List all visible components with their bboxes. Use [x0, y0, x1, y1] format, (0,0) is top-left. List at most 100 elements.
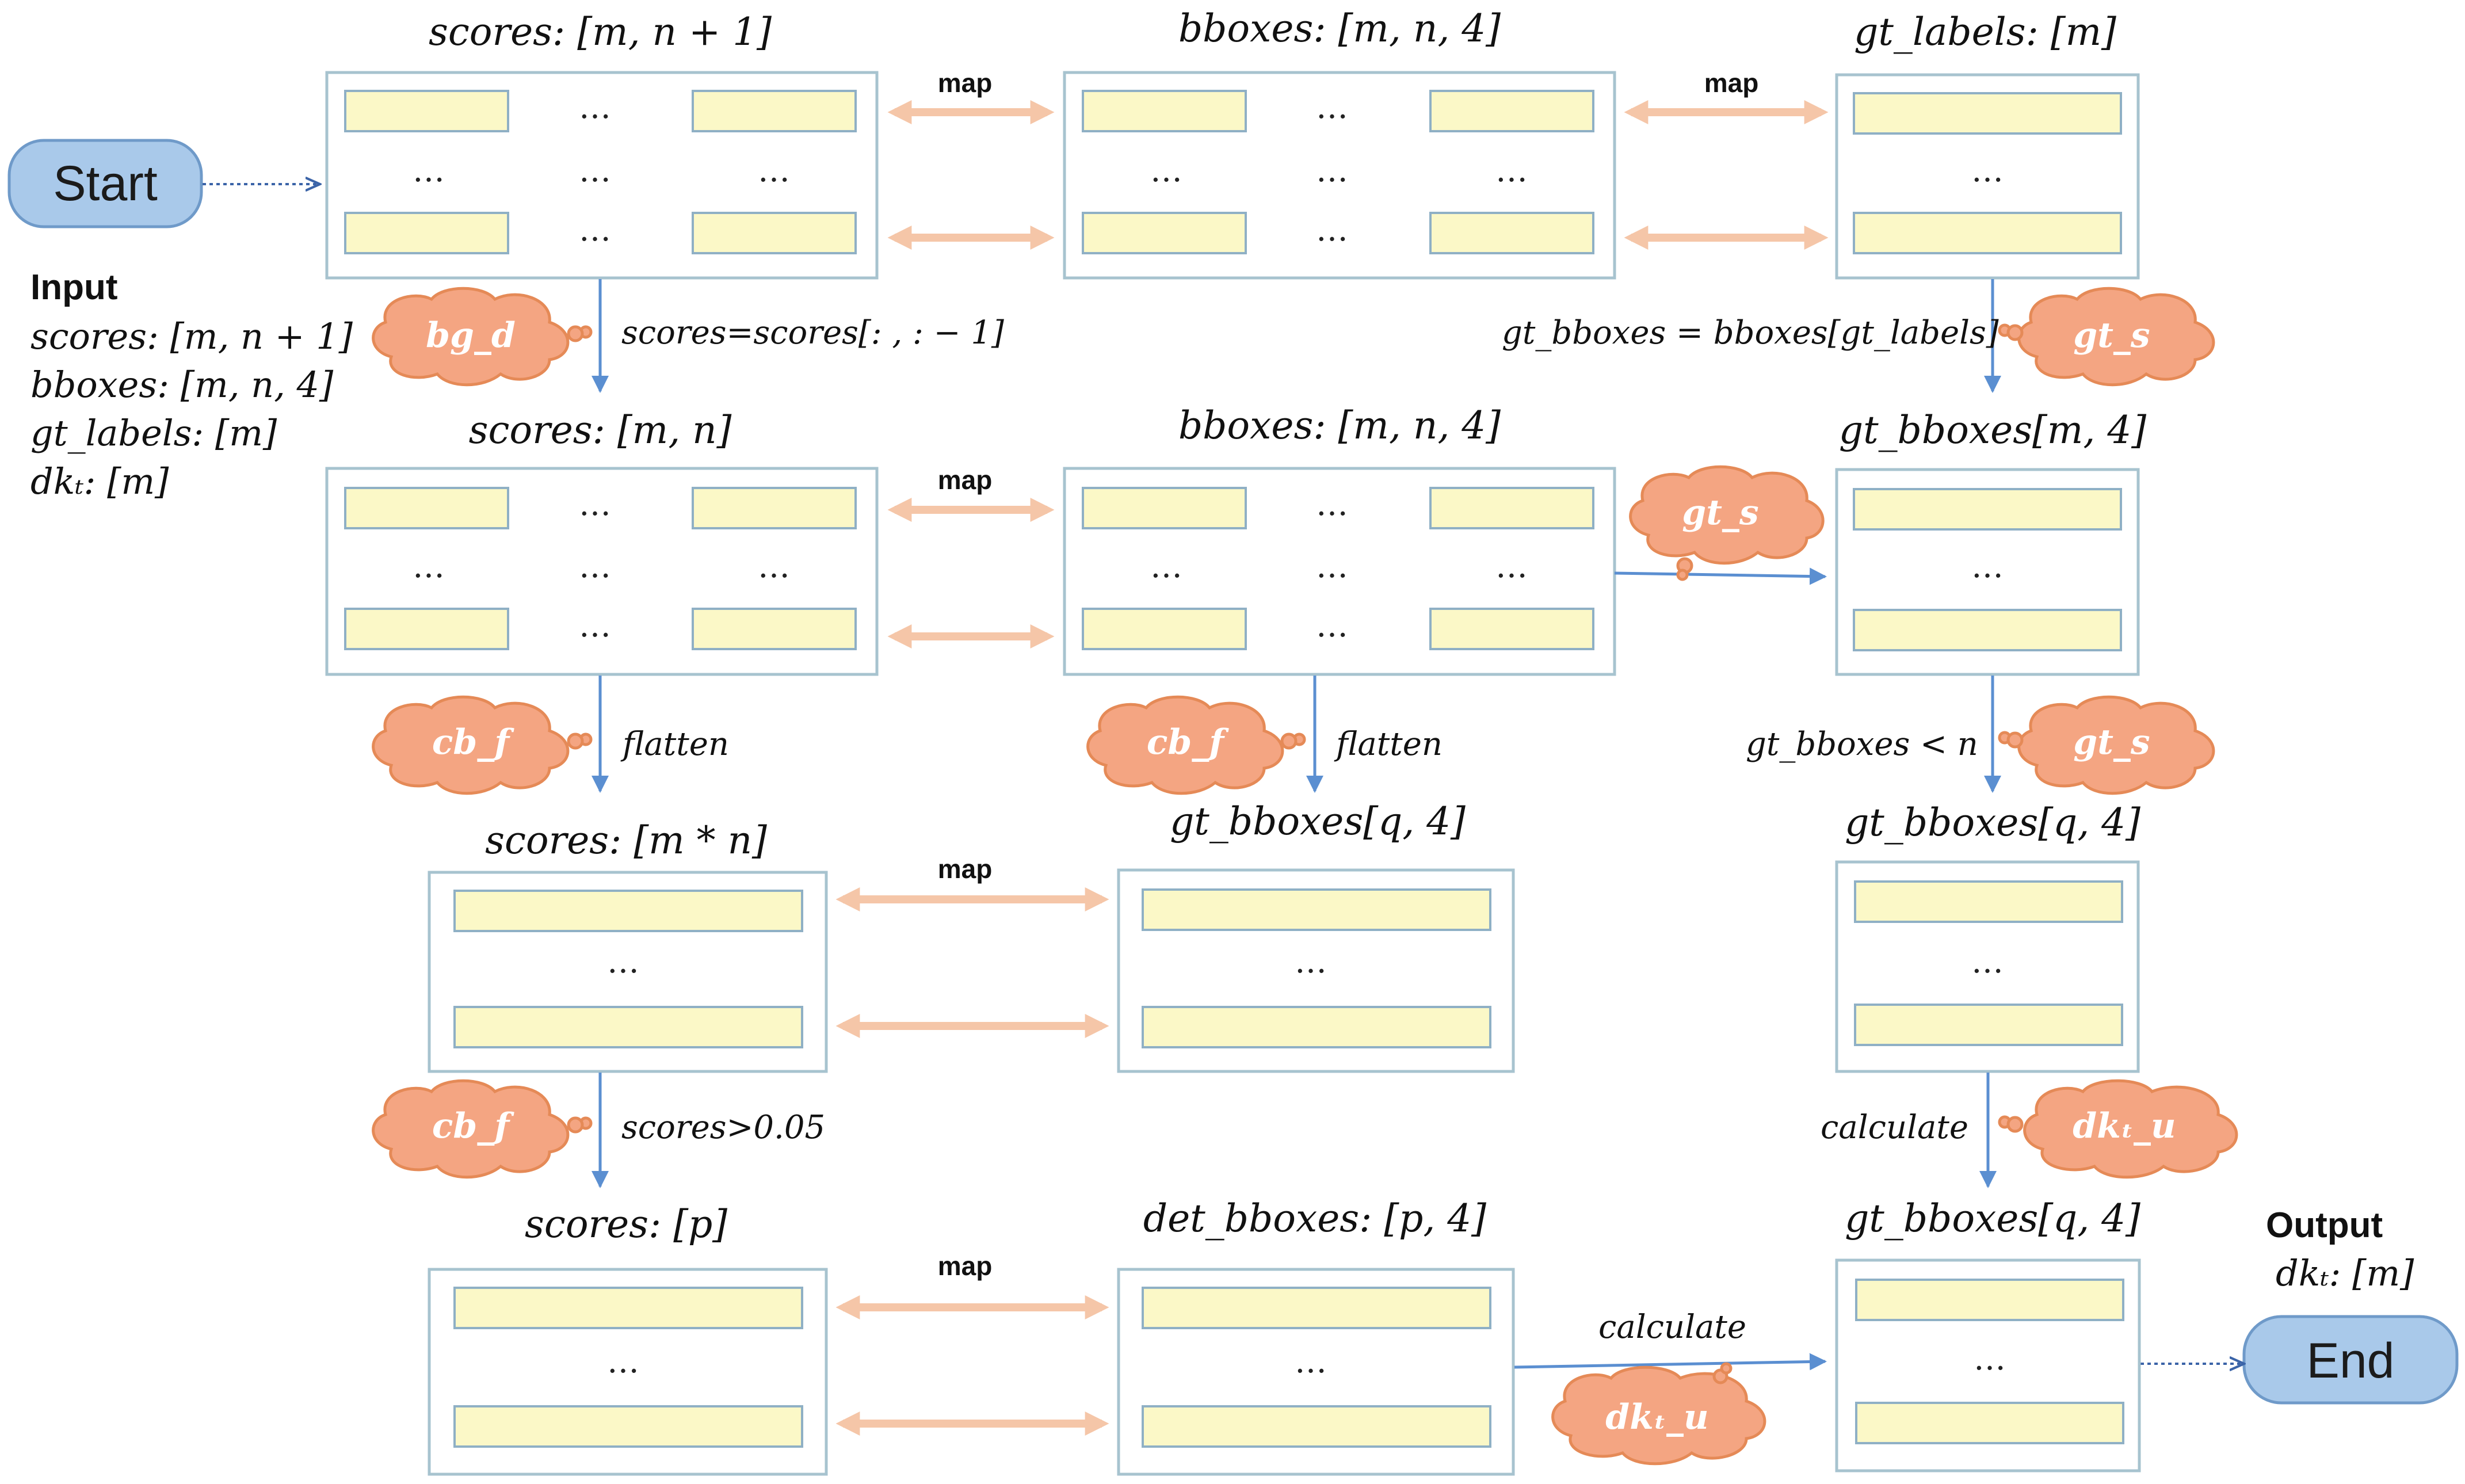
- row4-map-label: map: [938, 1251, 993, 1281]
- vector-cell: [1855, 1402, 2124, 1444]
- cloud-label: bg_d: [426, 315, 516, 356]
- matrix-cell: [692, 212, 857, 254]
- ellipsis: …: [1971, 152, 2004, 189]
- row1-scores-title: scores: [m, n + 1]: [429, 10, 772, 54]
- matrix-cell: [344, 212, 509, 254]
- cloud-gt-s-top: gt_s: [1998, 287, 2215, 387]
- ellipsis: …: [1316, 548, 1348, 585]
- end-terminal: End: [2242, 1315, 2459, 1405]
- vector-cell: [1853, 488, 2122, 531]
- bboxes-to-gt-bboxes-arrow: [1614, 567, 1827, 585]
- input-line-gt-labels: gt_labels: [m]: [30, 412, 277, 454]
- ellipsis: …: [1316, 152, 1348, 189]
- ellipsis: …: [1295, 1343, 1327, 1380]
- cloud-dkt-u-bottom: dkₜ_u: [1551, 1362, 1766, 1466]
- ellipsis: …: [579, 548, 611, 585]
- row2-gt-bboxes-title: gt_bboxes[m, 4]: [1839, 408, 2146, 452]
- vector-cell: [1854, 1004, 2123, 1046]
- row1-map-label-left: map: [938, 68, 993, 98]
- cloud-label: cb_f: [1147, 722, 1229, 762]
- vector-cell: [1142, 1006, 1491, 1048]
- ellipsis: …: [413, 548, 445, 585]
- ellipsis: …: [1150, 152, 1182, 189]
- cloud-cb-f-left: cb_f: [372, 695, 593, 795]
- matrix-cell: [1082, 608, 1247, 650]
- row1-gt-labels-title: gt_labels: [m]: [1854, 10, 2116, 54]
- input-line-dkt: dkₜ: [m]: [30, 460, 169, 502]
- cloud-label: cb_f: [432, 1106, 514, 1146]
- ellipsis: …: [1495, 152, 1528, 189]
- ellipsis: …: [579, 607, 611, 644]
- edge-label-calculate-bottom: calculate: [1598, 1308, 1746, 1346]
- cloud-label: gt_s: [1682, 493, 1758, 533]
- matrix-cell: [692, 608, 857, 650]
- ellipsis: …: [607, 1343, 639, 1380]
- vector-cell: [1855, 1279, 2124, 1321]
- row4-det-bboxes-title: det_bboxes: [p, 4]: [1143, 1196, 1486, 1241]
- matrix-cell: [344, 90, 509, 132]
- cloud-gt-s-right: gt_s: [1998, 695, 2215, 795]
- end-label: End: [2306, 1333, 2394, 1388]
- input-panel: Input scores: [m, n + 1] bboxes: [m, n, …: [30, 268, 353, 502]
- row3-scores-title: scores: [m * n]: [485, 818, 767, 863]
- vector-cell: [1142, 1287, 1491, 1329]
- cloud-label: gt_s: [2073, 315, 2150, 356]
- vector-cell: [1853, 92, 2122, 135]
- ellipsis: …: [1316, 486, 1348, 523]
- vector-cell: [1854, 880, 2123, 923]
- ellipsis: …: [1974, 1340, 2006, 1378]
- row2-bboxes-box: … … … … …: [1063, 467, 1616, 676]
- edge-label-gt-bboxes-index: gt_bboxes = bboxes[gt_labels]: [1502, 314, 1999, 352]
- ellipsis: …: [413, 152, 445, 189]
- vector-cell: [453, 1006, 803, 1048]
- row3-gt-bboxes-right-box: …: [1835, 860, 2140, 1073]
- vector-cell: [453, 1287, 803, 1329]
- row4-gt-bboxes-title: gt_bboxes[q, 4]: [1845, 1196, 2140, 1241]
- cloud-cb-f-low: cb_f: [372, 1079, 593, 1179]
- ellipsis: …: [1295, 943, 1327, 981]
- matrix-cell: [1082, 487, 1247, 529]
- ellipsis: …: [579, 152, 611, 189]
- cloud-gt-s-mid: gt_s: [1629, 465, 1825, 581]
- ellipsis: …: [758, 152, 790, 189]
- cloud-label: dkₜ_u: [1605, 1397, 1708, 1437]
- vector-cell: [453, 1405, 803, 1448]
- edge-label-calculate-right: calculate: [1821, 1109, 1968, 1146]
- row4-scores-title: scores: [p]: [525, 1202, 727, 1246]
- ellipsis: …: [579, 89, 611, 126]
- ellipsis: …: [1150, 548, 1182, 585]
- cloud-bg-d: bg_d: [372, 287, 593, 387]
- edge-label-scores-threshold: scores>0.05: [621, 1109, 825, 1146]
- matrix-cell: [1082, 212, 1247, 254]
- row2-bboxes-title: bboxes: [m, n, 4]: [1178, 403, 1501, 448]
- ellipsis: …: [1971, 943, 2004, 981]
- ellipsis: …: [1316, 89, 1348, 126]
- row1-scores-box: … … … … …: [325, 71, 879, 280]
- vector-cell: [1142, 888, 1491, 931]
- row2-scores-title: scores: [m, n]: [469, 408, 732, 452]
- ellipsis: …: [1971, 548, 2004, 585]
- row1-map-label-right: map: [1704, 68, 1759, 98]
- row4-det-bboxes-box: …: [1117, 1268, 1515, 1476]
- matrix-cell: [1429, 608, 1594, 650]
- vector-cell: [1142, 1405, 1491, 1448]
- matrix-cell: [692, 90, 857, 132]
- ellipsis: …: [579, 486, 611, 523]
- row4-gt-bboxes-box: …: [1835, 1258, 2141, 1472]
- ellipsis: …: [607, 943, 639, 981]
- input-line-scores: scores: [m, n + 1]: [30, 315, 353, 357]
- start-terminal: Start: [7, 139, 203, 228]
- cloud-cb-f-mid: cb_f: [1086, 695, 1306, 795]
- row2-map-label: map: [938, 465, 993, 495]
- edge-label-scores-slice: scores=scores[: , : − 1]: [621, 314, 1004, 352]
- row3-gt-bboxes-mid-box: …: [1117, 868, 1515, 1073]
- row1-bboxes-title: bboxes: [m, n, 4]: [1178, 6, 1501, 51]
- matrix-cell: [1429, 90, 1594, 132]
- output-line-dkt: dkₜ: [m]: [2276, 1252, 2414, 1294]
- row3-scores-box: …: [428, 871, 828, 1073]
- row3-map-label: map: [938, 854, 993, 884]
- vector-cell: [1853, 609, 2122, 651]
- vector-cell: [1853, 212, 2122, 254]
- matrix-cell: [1082, 90, 1247, 132]
